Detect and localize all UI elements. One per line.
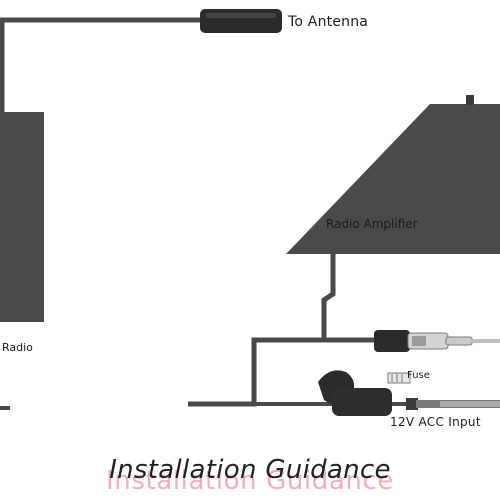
radio-unit (0, 112, 44, 322)
page-title: Installation Guidance (109, 455, 391, 485)
radio-ground-tab (0, 406, 10, 410)
antenna-connector-icon (200, 9, 282, 33)
radio-label: Radio (2, 341, 33, 354)
fuse-holder-icon (318, 370, 411, 416)
antenna-cable-run (0, 17, 205, 112)
power-input-label: 12V ACC Input (390, 415, 481, 429)
fuse-label: Fuse (407, 370, 430, 381)
power-clip-icon (406, 398, 500, 410)
amplifier-label: Radio Amplifier (326, 217, 418, 231)
title-watermark: Installation Guidance (106, 466, 394, 496)
radio-plug-icon (324, 330, 500, 352)
amplifier-output-cable (188, 254, 336, 407)
radio-amplifier-box (286, 95, 500, 254)
antenna-label: To Antenna (288, 14, 369, 30)
